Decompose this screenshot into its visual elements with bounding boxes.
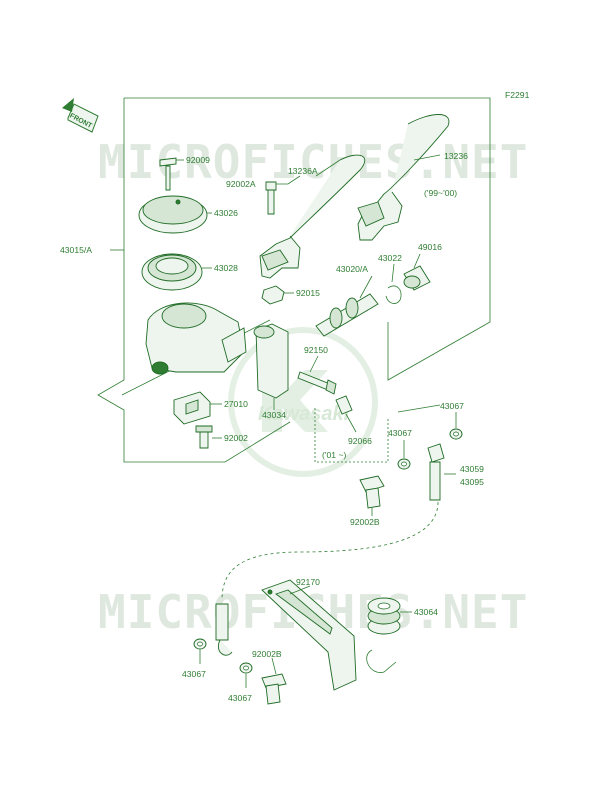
screw-92002-part — [195, 425, 213, 449]
dash-bracket — [314, 408, 389, 463]
label-13236: 13236 — [444, 151, 468, 161]
label-43015A: 43015/A — [60, 245, 92, 255]
label-43067-b: 43067 — [388, 428, 412, 438]
label-92009: 92009 — [186, 155, 210, 165]
washer-43067-a-part — [449, 428, 463, 440]
nut-92015-part — [261, 285, 285, 305]
label-92150: 92150 — [304, 345, 328, 355]
label-43067-a: 43067 — [440, 401, 464, 411]
label-43026: 43026 — [214, 208, 238, 218]
washer-43067-d-part — [239, 662, 253, 674]
screw-92066-part — [335, 395, 353, 415]
label-92170: 92170 — [296, 577, 320, 587]
label-43059: 43059 — [460, 464, 484, 474]
figure-code: F2291 — [505, 90, 530, 100]
logo-text: Kawasaki — [258, 403, 350, 425]
label-92002B-lower: 92002B — [252, 649, 282, 659]
grommet-43064-part — [367, 597, 401, 635]
label-99-00: ('99~'00) — [424, 188, 457, 198]
reservoir-cap-43026-part — [138, 195, 208, 234]
screw-92009-part — [159, 157, 177, 191]
switch-27010-part — [173, 391, 211, 425]
bolt-92002A-part — [265, 181, 277, 215]
label-01: ('01 ~) — [322, 450, 346, 460]
clamp-43034-part — [253, 323, 289, 399]
hose-fitting-43059-part — [427, 443, 445, 501]
front-arrow-icon: FRONT — [62, 98, 99, 133]
boot-49016-part — [403, 265, 431, 291]
label-43095: 43095 — [460, 477, 484, 487]
circlip-43022-part — [385, 285, 402, 304]
label-92015: 92015 — [296, 288, 320, 298]
label-13236A: 13236A — [288, 166, 318, 176]
label-27010: 27010 — [224, 399, 248, 409]
lever-13236-part — [357, 114, 450, 241]
banjo-bolt-92002B-part — [359, 475, 385, 509]
label-43034: 43034 — [262, 410, 286, 420]
master-cylinder-body-part — [145, 302, 247, 375]
label-92066: 92066 — [348, 436, 372, 446]
lower-hose-end-part — [215, 603, 233, 656]
label-49016: 49016 — [418, 242, 442, 252]
leader-lines — [110, 154, 457, 688]
washer-43067-b-part — [397, 458, 411, 470]
right-frame-line — [397, 404, 441, 413]
label-43028: 43028 — [214, 263, 238, 273]
lever-13236A-part — [259, 154, 366, 279]
kawasaki-logo: Kawasaki — [228, 327, 378, 477]
label-92002A: 92002A — [226, 179, 256, 189]
label-92002: 92002 — [224, 433, 248, 443]
assembly-outline — [97, 97, 491, 463]
hose-path — [221, 501, 439, 601]
label-43067-d: 43067 — [228, 693, 252, 703]
bolt-92150-part — [297, 371, 337, 395]
bracket-92170-part — [261, 579, 357, 691]
bolt-92002B-lower-part — [261, 673, 287, 705]
label-43067-c: 43067 — [182, 669, 206, 679]
label-43022: 43022 — [378, 253, 402, 263]
hose-clip-part — [366, 649, 397, 673]
washer-43067-c-part — [193, 638, 207, 650]
label-92002B: 92002B — [350, 517, 380, 527]
diaphragm-43028-part — [141, 253, 203, 291]
piston-43020A-part — [315, 293, 379, 337]
part-labels: 92009 92002A 13236A 13236 ('99~'00) 4302… — [60, 151, 484, 703]
label-43020A: 43020/A — [336, 264, 368, 274]
label-43064: 43064 — [414, 607, 438, 617]
